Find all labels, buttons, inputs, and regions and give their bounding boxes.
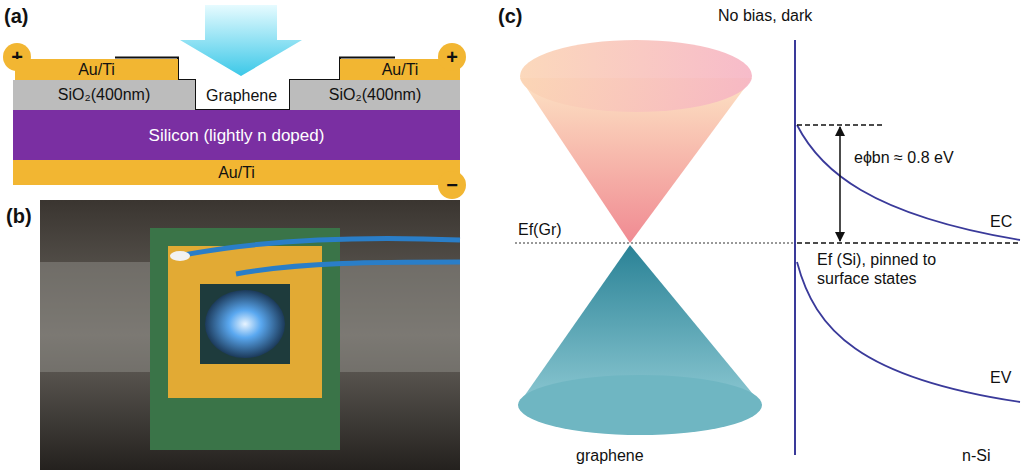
- energy-label: Ef (Si), pinned to surface states: [815, 250, 969, 288]
- silicon-substrate: Silicon (lightly n doped): [13, 110, 460, 160]
- barrier-top-dash: [797, 124, 885, 126]
- valence-cone-bottom: [518, 375, 762, 435]
- node-text: −: [446, 175, 458, 195]
- node-text: SiO₂(400nm): [58, 87, 150, 103]
- conduction-band: [797, 125, 1020, 240]
- energy-label: EC: [990, 212, 1012, 231]
- light-arrow: [180, 5, 302, 76]
- panel-label: (c): [498, 4, 522, 28]
- node-text: Au/Ti: [382, 62, 419, 78]
- conduction-cone-top: [520, 40, 752, 112]
- terminal-circle: +: [438, 43, 466, 71]
- interface-line: [794, 40, 796, 455]
- oxide-layer: SiO₂(400nm): [290, 80, 460, 110]
- node-text: SiO₂(400nm): [329, 87, 421, 103]
- contact-pad: Au/Ti: [15, 59, 178, 80]
- material-label: graphene: [576, 446, 644, 465]
- barrier-label: eϕbn ≈ 0.8 eV: [852, 148, 956, 167]
- fermi-level-graphene: [515, 243, 795, 244]
- panel-label: (b): [6, 204, 32, 228]
- back-contact: Au/Ti: [13, 160, 460, 185]
- layer-label: Graphene: [206, 86, 277, 105]
- condition-label: No bias, dark: [718, 6, 812, 25]
- device-photo: [40, 200, 460, 470]
- energy-label: EV: [990, 368, 1011, 387]
- energy-label: Ef(Gr): [518, 220, 562, 239]
- node-text: Silicon (lightly n doped): [149, 127, 325, 144]
- barrier-arrow: [839, 127, 841, 241]
- terminal-circle: −: [438, 171, 466, 199]
- panel-label: (a): [4, 4, 28, 28]
- node-text: +: [446, 47, 458, 67]
- node-text: Au/Ti: [78, 62, 115, 78]
- material-label: n-Si: [962, 446, 990, 465]
- node-text: Au/Ti: [218, 165, 255, 181]
- oxide-layer: SiO₂(400nm): [13, 80, 195, 110]
- fermi-level-silicon: [797, 242, 1020, 244]
